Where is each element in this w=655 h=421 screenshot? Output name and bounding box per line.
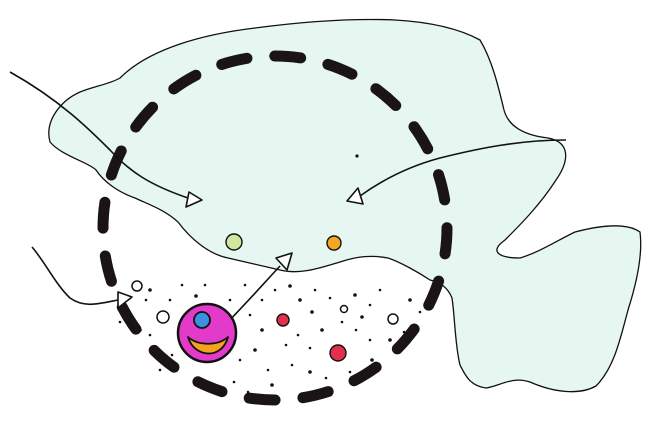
magenta-cell [178, 304, 236, 362]
arrow-in-bottom-left [32, 247, 132, 308]
speckle-dot [408, 298, 412, 302]
speckle-dot [239, 359, 242, 362]
speckle-dot [370, 358, 374, 362]
orange-dot [327, 236, 341, 250]
speckle-dot [138, 328, 142, 332]
speckle-field [119, 284, 422, 394]
speckle-dot [145, 299, 148, 302]
hollow-circle [157, 311, 169, 323]
speckle-dot [310, 310, 314, 314]
speckle-dot [204, 284, 207, 287]
speckle-dot [194, 294, 198, 298]
cell-nucleus [194, 312, 210, 328]
speckle-dot [288, 284, 292, 288]
speckle-dot [360, 315, 364, 319]
speckle-dot [270, 383, 274, 387]
speckle-dot [297, 334, 300, 337]
speckle-dot [149, 334, 152, 337]
speckle-dot [285, 344, 288, 347]
speckle-dot [171, 354, 174, 357]
speckle-dot [403, 331, 406, 334]
speckle-dot [341, 321, 344, 324]
red-dot-large [330, 345, 346, 361]
speckle-dot [353, 293, 357, 297]
speckle-dot [388, 338, 392, 342]
speckle-dot [244, 284, 247, 287]
speckle-dot [274, 289, 277, 292]
speckle-dot [169, 299, 172, 302]
speckle-dot [355, 329, 358, 332]
speckle-dot [325, 377, 328, 380]
speckle-dot [379, 289, 382, 292]
speckle-dot [267, 369, 270, 372]
speckle-dot [148, 288, 152, 292]
green-dot [226, 234, 242, 250]
hollow-circle [132, 281, 142, 291]
speckle-dot [308, 370, 312, 374]
speckle-dot [233, 381, 236, 384]
speckle-dot [291, 364, 294, 367]
speckle-dot [309, 347, 312, 350]
speckle-dot [320, 328, 324, 332]
speckle-dot [247, 391, 250, 394]
speck-mark [355, 154, 358, 157]
speckle-dot [159, 369, 162, 372]
speckle-dot [249, 314, 252, 317]
red-dot-small [277, 314, 289, 326]
speckle-dot [119, 321, 122, 324]
speckle-dot [181, 284, 184, 287]
speckle-dot [229, 299, 232, 302]
speckle-dot [349, 371, 352, 374]
speckle-dot [314, 289, 317, 292]
speckle-dot [369, 304, 372, 307]
speckle-dot [298, 298, 302, 302]
hollow-circle [341, 306, 348, 313]
speckle-dot [260, 328, 264, 332]
speckle-dot [419, 311, 422, 314]
speckle-dot [253, 348, 257, 352]
hollow-circle [388, 314, 398, 324]
speckle-dot [369, 339, 372, 342]
speckle-dot [261, 299, 264, 302]
speckle-dot [329, 297, 332, 300]
